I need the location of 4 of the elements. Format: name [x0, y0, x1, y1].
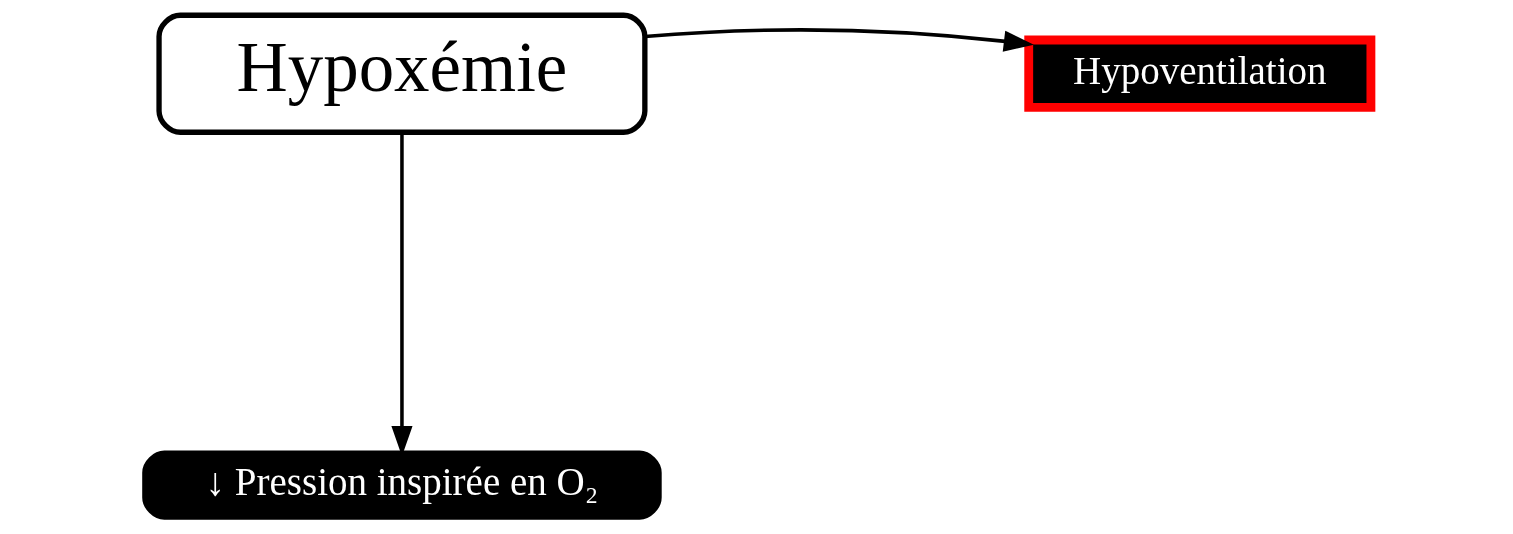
- arrow: [644, 28, 1034, 52]
- node-box: Hypoventilation: [1023, 35, 1375, 112]
- node-box: Hypoxémie: [155, 12, 647, 135]
- node-box: ↓ Pression inspirée en O₂: [141, 450, 662, 520]
